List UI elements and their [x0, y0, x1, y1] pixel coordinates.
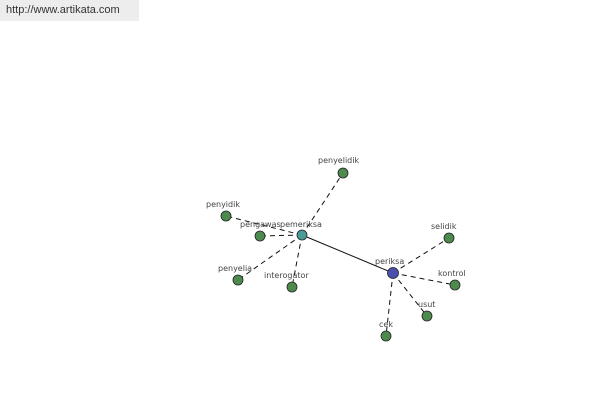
node-label-penyelia: penyelia: [218, 264, 252, 273]
edge-pemeriksa-pengawas: [259, 234, 303, 237]
node-label-penyidik: penyidik: [206, 200, 240, 209]
node-label-periksa: periksa: [375, 257, 404, 266]
node-kontrol[interactable]: [449, 279, 461, 291]
node-label-usut: usut: [418, 300, 435, 309]
node-penyelia[interactable]: [232, 274, 244, 286]
edge-periksa-usut: [392, 272, 428, 317]
node-label-selidik: selidik: [431, 222, 457, 231]
node-selidik[interactable]: [443, 232, 455, 244]
node-label-cek: cek: [379, 320, 393, 329]
edges-layer: [225, 172, 456, 337]
edge-pemeriksa-periksa: [301, 234, 394, 274]
node-usut[interactable]: [421, 310, 433, 322]
node-penyelidik[interactable]: [337, 167, 349, 179]
edge-pemeriksa-penyelia: [237, 234, 303, 281]
edge-periksa-kontrol: [392, 272, 456, 286]
node-label-pengawas: pengawas: [240, 220, 281, 229]
node-interogator[interactable]: [286, 281, 298, 293]
node-periksa[interactable]: [387, 267, 399, 279]
node-pengawas[interactable]: [254, 230, 266, 242]
node-label-kontrol: kontrol: [438, 269, 466, 278]
node-label-interogator: interogator: [264, 271, 309, 280]
node-pemeriksa[interactable]: [296, 229, 308, 241]
node-label-penyelidik: penyelidik: [318, 156, 359, 165]
node-cek[interactable]: [380, 330, 392, 342]
edge-pemeriksa-penyidik: [225, 215, 303, 236]
node-label-pemeriksa: pemeriksa: [280, 220, 322, 229]
source-url[interactable]: http://www.artikata.com: [0, 0, 139, 21]
edge-periksa-selidik: [392, 237, 450, 274]
labels-layer: periksa pemeriksa penyelidik penyidik pengaw…: [206, 156, 466, 329]
edge-periksa-cek: [385, 272, 394, 337]
nodes-layer: [220, 167, 461, 342]
node-penyidik[interactable]: [220, 210, 232, 222]
edge-pemeriksa-penyelidik: [301, 172, 344, 236]
